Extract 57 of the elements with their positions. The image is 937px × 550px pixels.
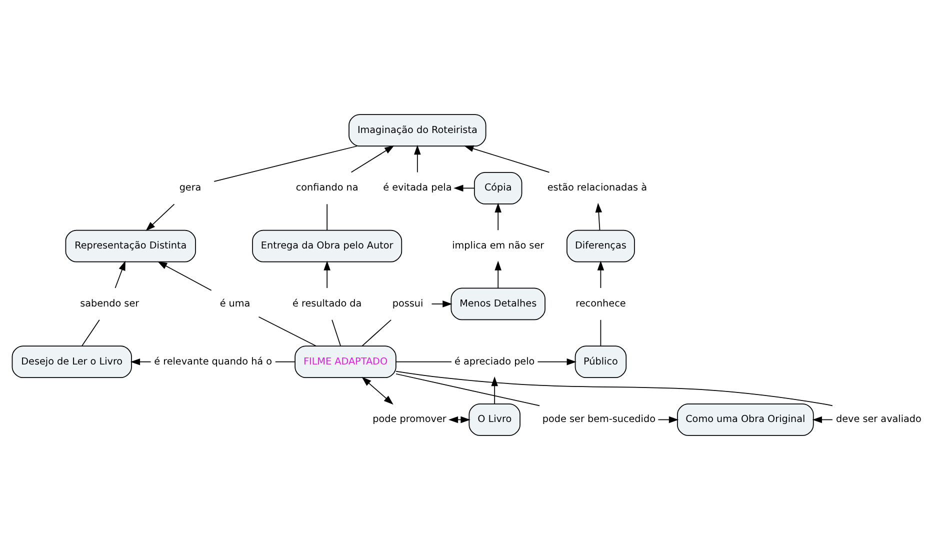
arrow	[158, 261, 212, 291]
arrow	[494, 260, 502, 288]
arrow	[414, 144, 421, 173]
arrow	[658, 416, 679, 424]
arrow	[464, 145, 550, 173]
arrow	[595, 202, 602, 231]
arrow	[324, 260, 330, 288]
node-text: pode ser bem-sucedido	[542, 414, 656, 426]
node-box: Imaginação do Roteirista	[348, 114, 486, 147]
node-box: Diferenças	[566, 230, 635, 262]
node-box: Como uma Obra Original	[677, 403, 814, 436]
node-box: Entrega da Obra pelo Autor	[252, 230, 402, 262]
connector	[326, 204, 328, 231]
node-text: estão relacionadas à	[547, 182, 648, 194]
node-text: gera	[179, 182, 202, 194]
arrow	[491, 376, 498, 404]
connector	[396, 373, 540, 406]
arrow	[130, 358, 152, 366]
node-text: é apreciado pelo	[454, 356, 535, 368]
arrow	[146, 204, 175, 232]
node-text: deve ser avaliado	[836, 414, 922, 426]
node-text: sabendo ser	[80, 298, 140, 310]
arrow	[537, 358, 576, 366]
node-text: possui	[392, 298, 424, 310]
node-text: é relevante quando há o	[154, 356, 272, 368]
connector	[396, 370, 833, 406]
node-text: é evitada pela	[383, 182, 452, 194]
node-box: FILME ADAPTADO	[294, 346, 396, 378]
connector	[332, 319, 341, 346]
arrow	[114, 260, 126, 288]
arrow	[812, 416, 833, 424]
arrow	[362, 376, 394, 405]
node-box: Cópia	[474, 172, 522, 204]
connector	[258, 316, 316, 346]
connector	[82, 319, 100, 346]
node-text: é resultado da	[292, 298, 362, 310]
node-text: reconhece	[576, 298, 626, 310]
node-box: Desejo de Ler o Livro	[12, 346, 132, 378]
node-text: confiando na	[296, 182, 358, 194]
node-box: Público	[574, 346, 627, 378]
connector	[362, 319, 392, 346]
arrow	[448, 416, 470, 424]
arrow	[597, 260, 604, 288]
connector	[214, 146, 358, 182]
connector	[600, 319, 602, 346]
connector	[274, 361, 296, 362]
node-text: pode promover	[372, 414, 446, 426]
arrow	[350, 146, 394, 173]
node-box: O Livro	[468, 403, 520, 436]
arrow	[431, 300, 452, 308]
node-text: implica em não ser	[452, 240, 544, 252]
arrow	[494, 202, 502, 231]
node-box: Menos Detalhes	[450, 288, 546, 320]
arrow	[454, 184, 475, 192]
connector	[396, 361, 452, 362]
node-box: Representação Distinta	[65, 230, 196, 262]
node-text: é uma	[220, 298, 250, 310]
